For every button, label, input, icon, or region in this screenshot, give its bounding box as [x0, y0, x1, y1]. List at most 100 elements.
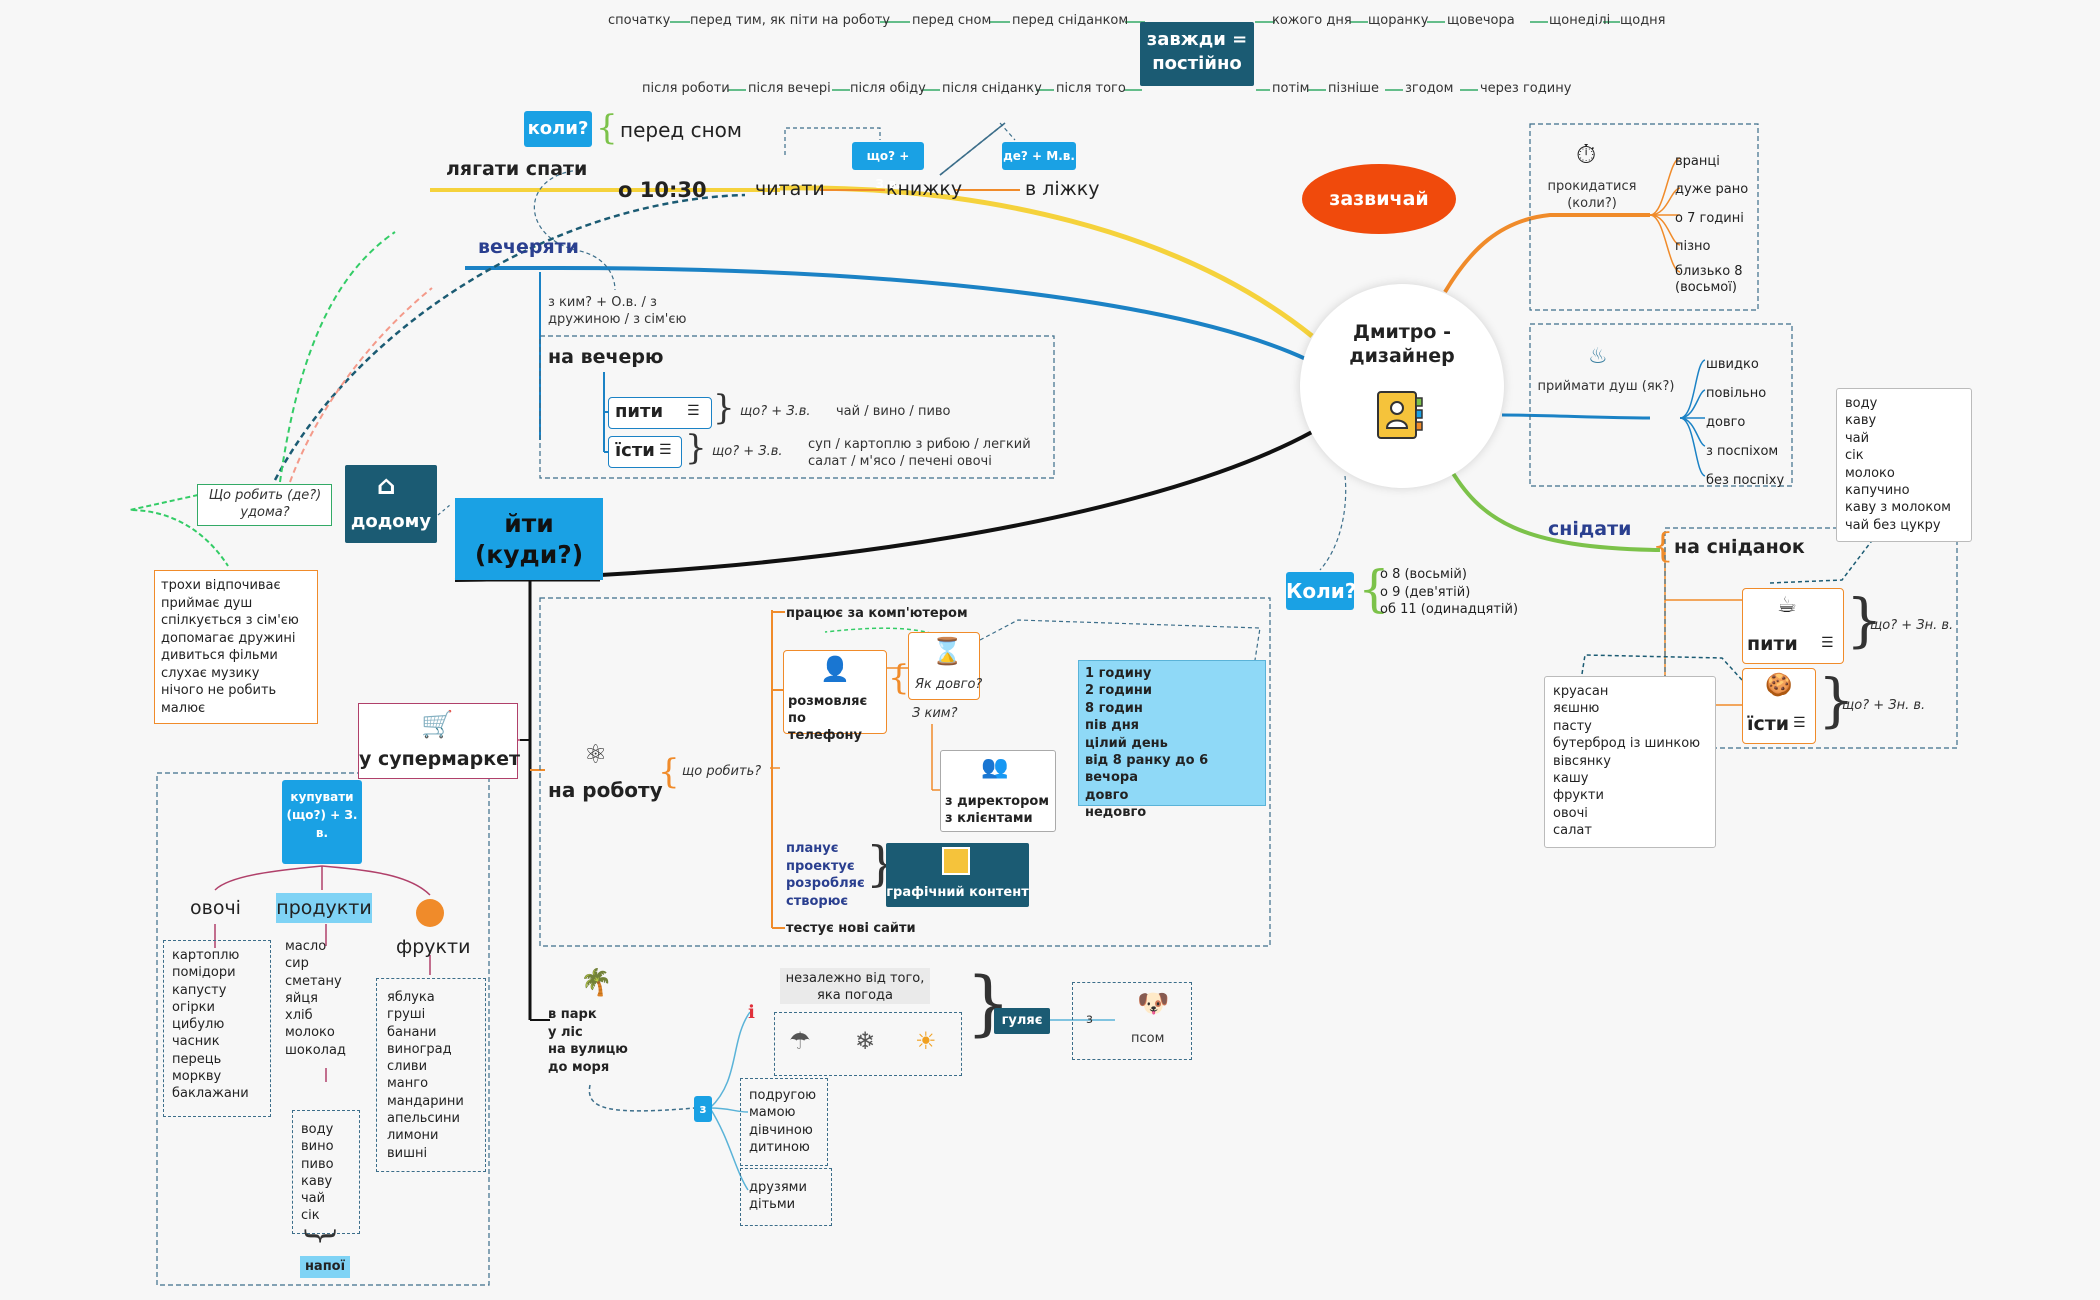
- list-item: воду: [301, 1122, 334, 1137]
- orange-fruit-icon: [416, 899, 444, 927]
- list-item: довго: [1706, 415, 1746, 430]
- wake-label: прокидатися (коли?): [1547, 179, 1637, 211]
- when-chip[interactable]: коли?: [524, 111, 592, 147]
- breakfast-at: на сніданок: [1674, 536, 1805, 558]
- rain-cloud-icon: ☂: [789, 1027, 811, 1055]
- list-item: дітьми: [749, 1197, 796, 1213]
- breakfast-eat-label: їсти: [1747, 713, 1790, 735]
- graphic-node[interactable]: графічний контент: [886, 843, 1029, 907]
- weather-note: незалежно від того, яка погода: [780, 968, 930, 1004]
- fruit-list-items: яблука груші банани виноград сливи манго…: [387, 989, 464, 1162]
- phone-node[interactable]: 👤 розмовляє по телефону: [783, 650, 887, 743]
- list-item: з поспіхом: [1706, 444, 1779, 459]
- list-item: дівчиною: [749, 1122, 813, 1138]
- veg-node: овочі: [190, 897, 241, 919]
- dog-icon: 🐶: [1137, 989, 1170, 1019]
- list-item: картоплю: [172, 948, 240, 963]
- center-node[interactable]: Дмитро - дизайнер: [1300, 284, 1504, 488]
- list-item: у ліс: [548, 1024, 583, 1040]
- buy-chip[interactable]: купувати (що?) + З. в.: [282, 780, 362, 864]
- breakfast-drink-node[interactable]: ☕ пити ☰: [1742, 588, 1844, 664]
- brace-icon: }: [300, 1225, 341, 1247]
- design-palette-icon: [942, 847, 970, 875]
- list-item: яблука: [387, 990, 435, 1005]
- cookie-icon: 🍪: [1765, 673, 1793, 698]
- how-long-node[interactable]: ⌛ Як довго?: [908, 632, 982, 700]
- shower-label: приймати душ (як?): [1537, 379, 1675, 394]
- list-item: о 9 (дев'ятій): [1380, 584, 1471, 600]
- with-small-label: з: [1086, 1012, 1093, 1027]
- sleep-verb: лягати спати: [446, 158, 588, 180]
- dog-node[interactable]: 🐶 псом: [1072, 982, 1192, 1060]
- go-node[interactable]: йти (куди?): [455, 498, 603, 580]
- dog-label: псом: [1131, 1031, 1165, 1046]
- list-item: трохи відпочиває: [161, 578, 281, 593]
- top-row1-item: перед сном: [912, 13, 992, 28]
- top-row1-item: щонеділі: [1549, 13, 1611, 28]
- shower-icon: ♨: [1588, 344, 1608, 369]
- list-item: круасан: [1553, 684, 1609, 699]
- list-item: планує: [786, 841, 839, 856]
- atom-icon: ⚛: [584, 740, 608, 770]
- list-item: вранці: [1675, 154, 1720, 169]
- dinner-verb: вечеряти: [478, 236, 579, 258]
- brace-icon: {: [596, 108, 618, 148]
- list-item: дивиться фільми: [161, 648, 278, 663]
- list-item: сметану: [285, 973, 342, 989]
- dinner-drink-node[interactable]: пити ☰: [608, 397, 712, 429]
- list-item: розробляє: [786, 876, 865, 891]
- coffee-cup-icon: ☕: [1777, 593, 1797, 618]
- what-chip[interactable]: що? + З.в.: [852, 142, 924, 191]
- products-node: продукти: [276, 893, 372, 923]
- breakfast-eat-node[interactable]: 🍪 їсти ☰: [1742, 668, 1816, 744]
- top-row2-item: після сніданку: [942, 81, 1042, 96]
- brace-icon: {: [1652, 526, 1674, 566]
- dinner-what-label: що? + З.в.: [740, 404, 811, 419]
- dinner-eat-node[interactable]: їсти ☰: [608, 436, 682, 468]
- list-item: повільно: [1706, 386, 1767, 401]
- snowflake-icon: ❄: [855, 1027, 876, 1055]
- products-list: масло сир сметану яйця хліб молоко шокол…: [285, 938, 346, 1059]
- list-item: овочі: [1553, 805, 1588, 821]
- list-item: проектує: [786, 858, 855, 874]
- list-item: масло: [285, 939, 327, 954]
- supermarket-node[interactable]: 🛒 у супермаркет: [358, 703, 520, 779]
- home-node[interactable]: ⌂ додому: [345, 465, 437, 543]
- work-what-does: що робить?: [682, 764, 762, 779]
- drinks-list-items: воду вино пиво каву чай сік: [301, 1121, 334, 1225]
- with-chip[interactable]: з: [694, 1096, 712, 1122]
- list-item: апельсини: [387, 1111, 460, 1127]
- breakfast-drink-label: пити: [1747, 633, 1798, 655]
- list-item: вишні: [387, 1145, 428, 1161]
- list-item: приймає душ: [161, 595, 253, 611]
- list-item: мамою: [749, 1105, 796, 1121]
- always-node[interactable]: завжди = постійно: [1140, 22, 1254, 86]
- wake-list: вранці дуже рано о 7 годині пізно: [1675, 148, 1748, 262]
- list-item: пасту: [1553, 718, 1592, 734]
- list-item: каву: [1845, 413, 1877, 429]
- list-item: фрукти: [1553, 788, 1604, 804]
- list-item: 1 годину: [1085, 666, 1152, 681]
- walks-node[interactable]: гуляє: [994, 1008, 1050, 1034]
- info-icon: ℹ: [748, 1002, 755, 1023]
- dinner-with-whom: з ким? + О.в. / з дружиною / з сім'єю: [548, 295, 687, 327]
- when-chip-right[interactable]: Коли?: [1286, 572, 1356, 610]
- list-item: сік: [301, 1208, 320, 1224]
- list-item: 2 години: [1085, 683, 1152, 699]
- brace-icon: }: [713, 388, 735, 428]
- list-item: створює: [786, 893, 849, 909]
- director-node[interactable]: 👥 з директором з клієнтами: [940, 750, 1056, 832]
- dinner-drink-list: чай / вино / пиво: [836, 404, 951, 419]
- dinner-what-label: що? + З.в.: [712, 444, 783, 459]
- list-item: сливи: [387, 1059, 428, 1075]
- top-row1-item: кожого дня: [1272, 13, 1352, 28]
- list-item: бутерброд із шинкою: [1553, 736, 1701, 752]
- list-item: манго: [387, 1076, 429, 1092]
- list-item: сир: [285, 956, 309, 972]
- veg-list: картоплю помідори капусту огірки цибулю …: [163, 940, 271, 1117]
- where-chip[interactable]: де? + М.в.: [1002, 142, 1076, 170]
- notes-icon: ☰: [1793, 715, 1806, 731]
- list-item: об 11 (одинадцятій): [1380, 602, 1519, 617]
- list-item: часник: [172, 1034, 220, 1050]
- top-row1-item: перед сніданком: [1012, 13, 1129, 28]
